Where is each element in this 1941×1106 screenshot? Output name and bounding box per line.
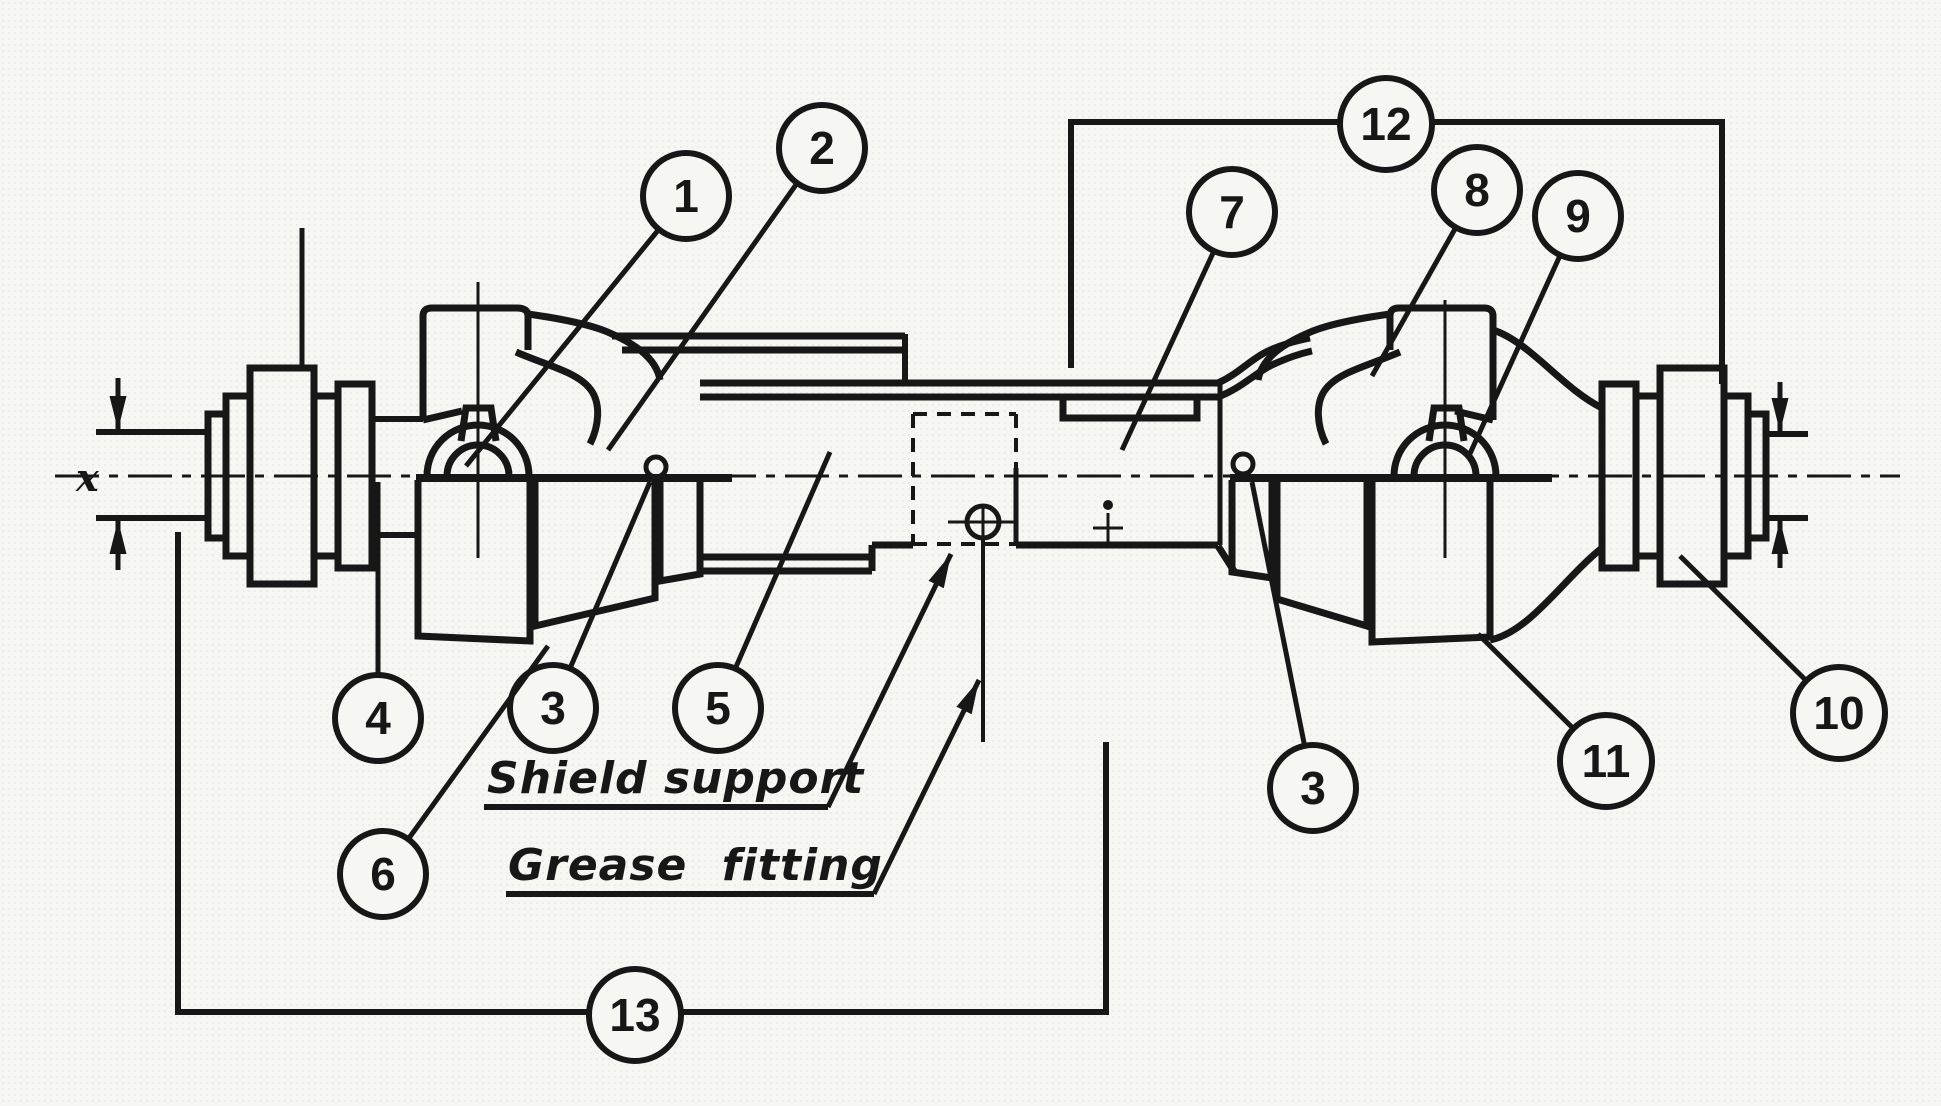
callout-6-number: 6: [370, 848, 396, 900]
callout-10-number: 10: [1813, 687, 1864, 739]
callout-5-number: 5: [705, 682, 731, 734]
callout-1-circle: [640, 150, 732, 242]
callout-8-circle: [1431, 144, 1523, 236]
callout-8-number: 8: [1464, 164, 1490, 216]
right-hub-collar: [1598, 364, 1808, 588]
callout-4-number: 4: [365, 692, 391, 744]
left-grease-zerk: [643, 454, 669, 480]
callout-3-2: 3: [1249, 481, 1359, 834]
center-position-mark: [1093, 500, 1123, 543]
callout-3: 3: [507, 481, 653, 754]
callout-10: 10: [1678, 554, 1888, 762]
callout-6-circle: [337, 828, 429, 920]
callout-8: 8: [1369, 144, 1523, 378]
shield-support-label-group: Shield support: [484, 552, 954, 810]
right-grease-zerk: [1230, 451, 1256, 477]
callout-7-circle: [1186, 166, 1278, 258]
callout-13: 13: [586, 966, 684, 1064]
callout-3-circle: [507, 662, 599, 754]
label-dimension-x: x: [75, 455, 100, 500]
grease-fitting-label-group: Grease fitting: [506, 678, 982, 897]
callout-7: 7: [1119, 166, 1278, 452]
inner-tube-step: [1059, 397, 1201, 422]
grease-fitting-symbol: [948, 503, 1016, 742]
callout-4: 4: [332, 482, 424, 764]
left-hub-collar: [204, 228, 423, 588]
inner-tube-hidden-outline: [911, 412, 1019, 546]
shield-tube: [700, 379, 1218, 575]
callout-5: 5: [672, 450, 833, 754]
callout-12: 12: [1337, 75, 1435, 173]
callout-9-circle: [1532, 170, 1624, 262]
callout-13-number: 13: [609, 989, 660, 1041]
callout-13-circle: [586, 966, 684, 1064]
left-universal-joint: [419, 282, 664, 558]
callout-9-number: 9: [1565, 190, 1591, 242]
callout-2-leader: [605, 146, 825, 452]
callout-12-number: 12: [1360, 98, 1411, 150]
callout-5-circle: [672, 662, 764, 754]
callout-3-number: 3: [540, 682, 566, 734]
label-shield-support: Shield support: [487, 753, 865, 804]
callout-4-circle: [332, 672, 424, 764]
bracket-group-13: [175, 532, 1109, 1015]
label-grease-fitting: Grease fitting: [508, 840, 883, 891]
callout-1-number: 1: [673, 170, 699, 222]
shield-support-leader: [825, 552, 954, 809]
left-stub-shaft: [96, 429, 208, 521]
callout-1-leader: [464, 194, 688, 468]
callout-3-2-leader: [1249, 481, 1316, 789]
callout-7-number: 7: [1219, 186, 1245, 238]
callout-10-circle: [1790, 664, 1888, 762]
grease-fitting-leader: [871, 678, 982, 896]
callout-1: 1: [464, 150, 732, 468]
callout-2-number: 2: [809, 122, 835, 174]
bracket-group-12: [1068, 119, 1725, 384]
callout-9: 9: [1465, 170, 1624, 460]
callout-3-2-circle: [1267, 742, 1359, 834]
left-cross-journal-arc: [423, 421, 533, 477]
left-shield-bell: [414, 332, 908, 645]
callout-3-2-number: 3: [1300, 762, 1326, 814]
callout-2: 2: [605, 102, 868, 452]
right-universal-joint: [1254, 300, 1605, 644]
callout-12-circle: [1337, 75, 1435, 173]
callout-11: 11: [1476, 632, 1655, 810]
right-cross-journal-arc: [1390, 421, 1500, 477]
callout-11-circle: [1557, 712, 1655, 810]
callout-2-circle: [776, 102, 868, 194]
callout-5-leader: [715, 450, 833, 710]
callout-6: 6: [337, 644, 551, 920]
callout-6-leader: [380, 644, 551, 876]
callout-11-number: 11: [1582, 735, 1631, 787]
